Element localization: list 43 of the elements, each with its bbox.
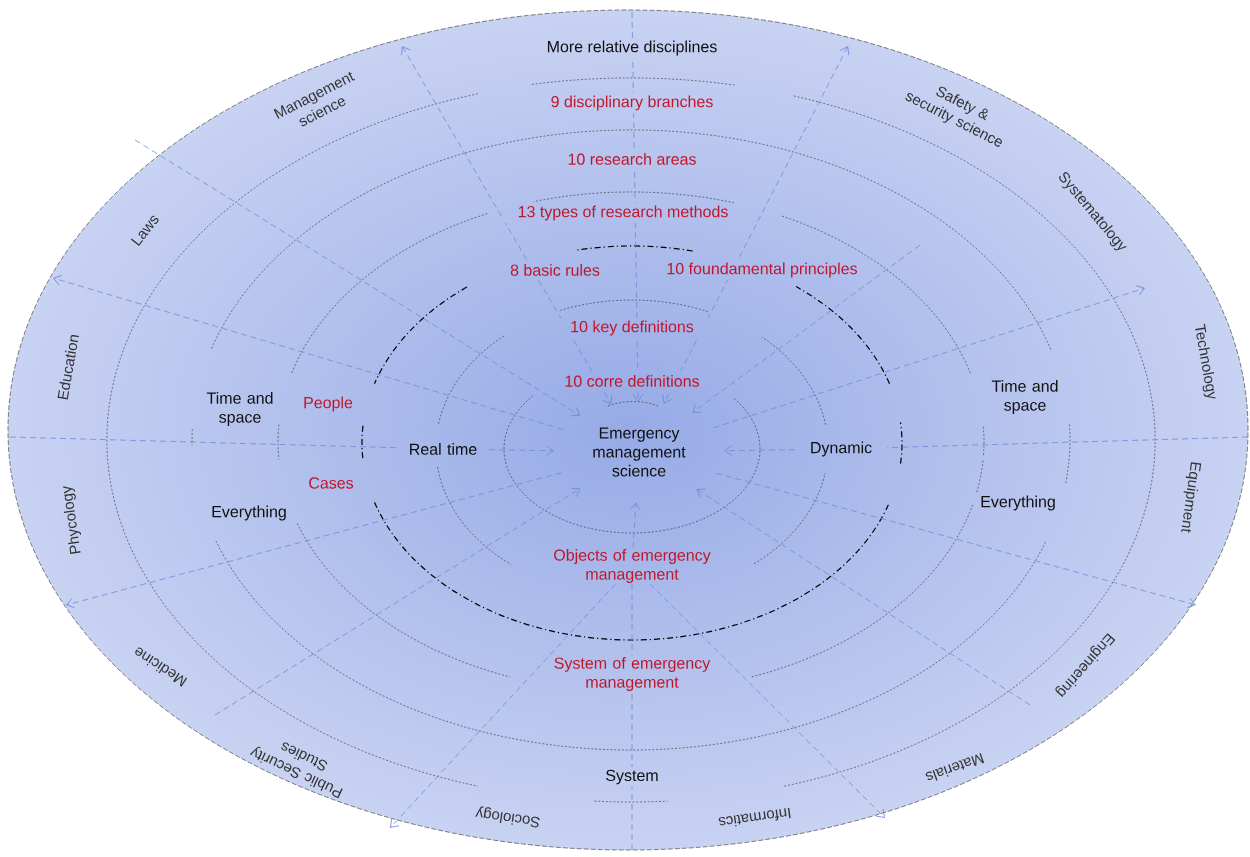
ring-label: Cases <box>309 477 354 489</box>
ring-label: 9 disciplinary branches <box>551 95 713 111</box>
ring-label: 10 corre definitions <box>565 375 699 387</box>
ring-label: System of emergency management <box>554 657 711 691</box>
ring-label: System <box>606 769 658 785</box>
ring-label: More relative disciplines <box>547 40 717 56</box>
discipline-label: Phycology <box>63 486 82 554</box>
arrow <box>66 472 562 609</box>
ring-label: People <box>304 396 353 412</box>
arrow <box>214 487 581 716</box>
ring-label: 10 key definitions <box>571 320 694 336</box>
arrow <box>649 583 885 818</box>
arrow <box>401 46 613 405</box>
arrow <box>662 46 850 404</box>
arrow <box>390 583 616 828</box>
ring-label: 10 foundamental principles <box>667 262 857 278</box>
ring-label: 13 types of research methods <box>518 205 728 221</box>
arrow <box>631 11 644 402</box>
ring-label: 10 research areas <box>568 153 696 165</box>
discipline-label: Education <box>57 335 79 400</box>
arrow <box>724 445 796 456</box>
ring-label: Time and space <box>206 392 273 426</box>
arrow <box>134 139 581 417</box>
discipline-label: Equipment <box>1181 462 1202 533</box>
ring-label: Dynamic <box>811 441 872 457</box>
ring-label: Everything <box>981 495 1055 511</box>
ring-label: Everything <box>212 505 286 521</box>
ring-label: 8 basic rules <box>510 264 600 276</box>
arrow <box>630 502 641 549</box>
arrow <box>53 275 564 430</box>
discipline-label: Sociology <box>475 806 540 828</box>
arrow <box>715 472 1196 609</box>
ring-label: Objects of emergency management <box>554 549 711 583</box>
ring-label: Time and space <box>991 380 1058 414</box>
arrow <box>713 285 1145 429</box>
discipline-label: Informatics <box>718 807 791 827</box>
ring-label: Real time <box>410 443 477 455</box>
core-label: Emergency management science <box>593 427 686 477</box>
arrow <box>488 445 554 456</box>
arrow <box>692 244 921 413</box>
discipline-label: Technology <box>1195 323 1216 399</box>
dashed-line <box>886 436 1249 449</box>
arrow <box>696 488 1031 706</box>
